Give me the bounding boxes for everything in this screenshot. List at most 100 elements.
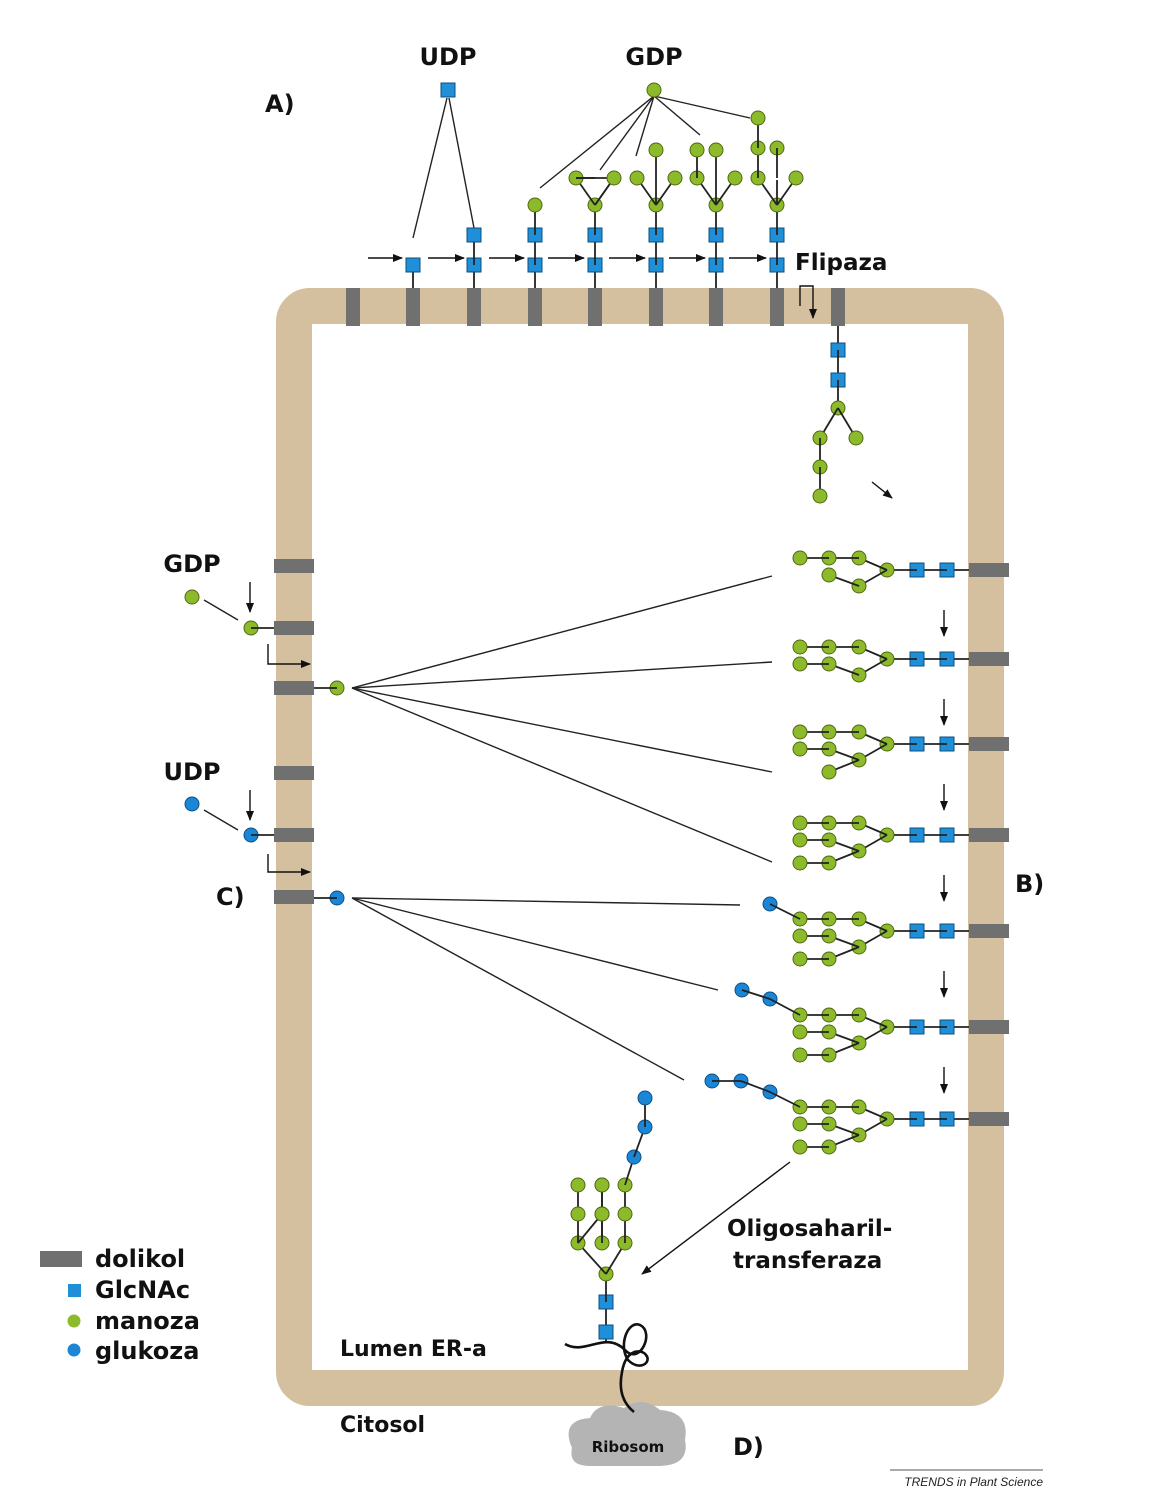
mannose-circle [792,928,808,944]
legend-dolichol-label: dolikol [95,1245,185,1273]
dolichol-bar [649,288,663,326]
dolichol-bar [406,288,420,326]
mannose-circle [750,110,766,126]
mannose-circle [594,1206,610,1222]
flip-arrow [799,285,817,319]
dolichol-bar [770,288,784,326]
dolichol-bar [969,737,1009,751]
glucose-circle [184,796,200,812]
mannose-circle [848,430,864,446]
mannose-circle [648,142,664,158]
glcnac-square [598,1324,614,1340]
bond-line [769,1091,801,1108]
glcnac-square [440,82,456,98]
mannose-circle [792,951,808,967]
mannose-circle [594,1177,610,1193]
mannose-circle [821,567,837,583]
mannose-circle [792,855,808,871]
panel-d-label: D) [733,1433,764,1461]
ost-label-line1: Oligosaharil- [727,1216,892,1242]
panel-a-label: A) [265,90,295,118]
legend-mannose-circle [67,1314,81,1328]
glcnac-square [466,227,482,243]
dolichol-bar [528,288,542,326]
lumen-label: Lumen ER-a [340,1337,487,1362]
bond-line [741,989,771,1000]
bond-line [740,1080,771,1093]
dolichol-bar [467,288,481,326]
mannose-circle [792,741,808,757]
dolichol-bar [274,766,314,780]
mannose-circle [821,764,837,780]
glycan-structures [184,82,1009,1342]
mannose-circle [606,170,622,186]
panel-c-label: C) [216,883,245,911]
dolichol-bar [274,559,314,573]
mannose-circle [629,170,645,186]
dolichol-bar [709,288,723,326]
ribosome: Ribosom [568,1401,686,1466]
leader-lines [203,95,773,1081]
dolichol-bar [274,828,314,842]
mannose-circle [812,488,828,504]
dolichol-bar [969,652,1009,666]
mannose-circle [570,1177,586,1193]
ost-label-line2: transferaza [733,1248,882,1274]
mannose-circle [667,170,683,186]
gdp-top-label: GDP [625,43,682,71]
flippase-label: Flipaza [795,250,887,276]
arrow [641,1161,791,1275]
dolichol-bar [831,288,845,326]
mannose-circle [788,170,804,186]
mannose-circle [617,1206,633,1222]
mannose-circle [792,550,808,566]
mannose-circle [792,1139,808,1155]
nascent-peptide [564,1323,649,1414]
mannose-circle [689,142,705,158]
mannose-circle [792,1024,808,1040]
dolichol-bar [969,563,1009,577]
mannose-circle [570,1206,586,1222]
legend-mannose-label: manoza [95,1307,200,1335]
mannose-circle [727,170,743,186]
credit-text: TRENDS in Plant Science [904,1475,1043,1489]
mannose-circle [792,724,808,740]
dolichol-bar [588,288,602,326]
legend-glcnac-label: GlcNAc [95,1276,190,1304]
cytosol-label: Citosol [340,1413,425,1438]
dolichol-bar [346,288,360,326]
glucose-circle [637,1090,653,1106]
mannose-circle [184,589,200,605]
legend-glucose-circle [67,1343,81,1357]
mannose-circle [792,639,808,655]
arrow [871,481,893,499]
mannose-circle [708,142,724,158]
flip-arrow [267,644,311,668]
udp-left-label: UDP [164,758,221,786]
mannose-circle [792,815,808,831]
dolichol-bar [274,890,314,904]
mannose-circle [527,197,543,213]
dolichol-bar [274,681,314,695]
bond-line [769,998,801,1016]
dolichol-bar [969,1112,1009,1126]
panel-b-label: B) [1015,870,1044,898]
mannose-circle [792,1116,808,1132]
udp-top-label: UDP [420,43,477,71]
legend-dolichol-bar [40,1251,82,1267]
mannose-circle [792,832,808,848]
mannose-circle [646,82,662,98]
dolichol-bar [969,1020,1009,1034]
gdp-left-label: GDP [163,550,220,578]
mannose-circle [792,656,808,672]
ribosome-label: Ribosom [592,1438,665,1456]
flip-arrow [267,854,311,876]
dolichol-bar [969,828,1009,842]
dolichol-bar [274,621,314,635]
legend-glcnac-square [68,1284,81,1297]
dolichol-bar [969,924,1009,938]
legend: dolikol GlcNAc manoza glukoza [40,1245,200,1365]
glcnac-square [405,257,421,273]
bond-line [769,903,801,920]
